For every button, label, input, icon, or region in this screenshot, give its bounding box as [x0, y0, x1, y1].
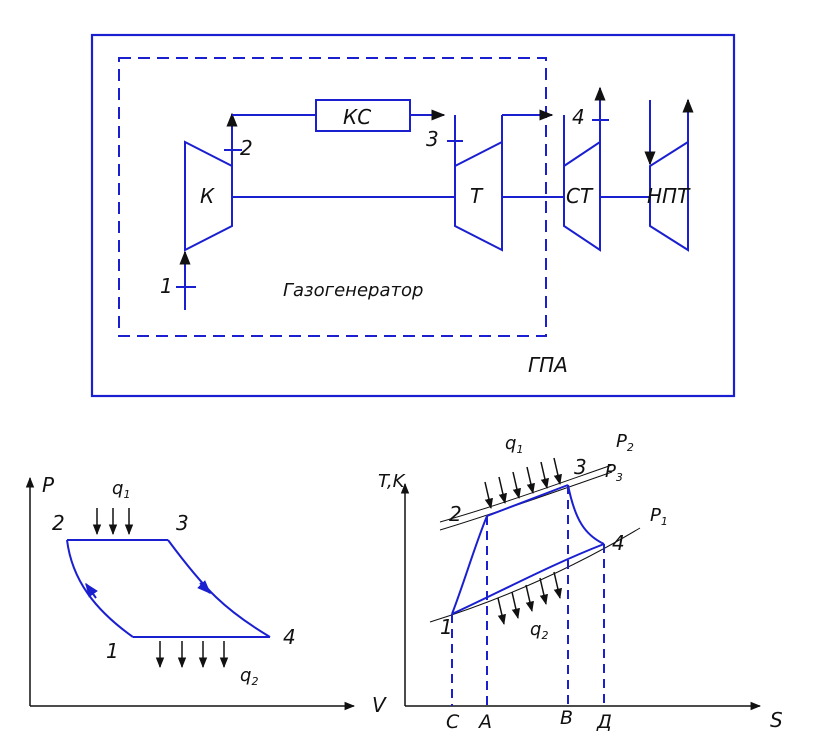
ts-tick-b: B: [560, 707, 573, 729]
compressor-shape: [184, 140, 233, 252]
ts-q1-arrow-1: [484, 481, 493, 510]
ts-P2-label: P2: [616, 431, 634, 454]
ts-axis-s-label: S: [770, 708, 783, 732]
power-turbine-shape: [563, 140, 601, 252]
t-label: Т: [470, 184, 484, 208]
gasgenerator-frame: [118, 57, 547, 337]
ts-P3-label: P3: [605, 461, 623, 484]
ts-q1-arrow-4: [526, 466, 535, 495]
station2-label: 2: [240, 136, 253, 160]
gpa-frame: [90, 33, 736, 398]
ts-q1-arrow-6: [553, 457, 562, 486]
ts-heat-rejection: [451, 543, 605, 615]
station3-label: 3: [426, 127, 439, 151]
ts-tick-d: Д: [596, 711, 612, 733]
ts-q1-arrow-3: [512, 471, 521, 500]
ts-isobar-p1: [429, 527, 641, 623]
gpa-scheme: КС К Т СТ НПТ 1 2 3 4 Газогенератор ГПА: [90, 33, 736, 398]
ts-diagram: T,K S q1 q2 P2 P3 P1 1: [378, 431, 783, 733]
ts-q1-arrow-2: [498, 476, 507, 505]
pv-point-1-label: 1: [106, 639, 119, 663]
ts-q2-arrow-2: [511, 591, 520, 620]
pv-diagram: P V q1 q2 1 2 3 4: [25, 473, 387, 717]
ts-q1-arrow-5: [540, 461, 549, 490]
pv-compression-arrow: [85, 582, 98, 599]
ks-label: КС: [343, 105, 371, 129]
ts-isobar-p3: [439, 471, 613, 531]
ts-q2-arrow-1: [497, 597, 506, 626]
pv-compression: [66, 539, 134, 638]
ts-tick-a: A: [477, 711, 492, 733]
pv-point-4-label: 4: [283, 625, 296, 649]
ts-expansion: [567, 484, 605, 545]
ts-axis-t-label: T,K: [378, 471, 406, 492]
pv-point-3-label: 3: [176, 511, 189, 535]
ts-point-3-label: 3: [574, 455, 587, 479]
pv-point-2-label: 2: [52, 511, 65, 535]
ts-point-4-label: 4: [612, 531, 625, 555]
turbine-shape: [454, 140, 503, 252]
pv-q2-label: q2: [240, 665, 258, 688]
pv-q1-label: q1: [112, 478, 130, 501]
k-label: К: [200, 184, 215, 208]
pv-axis-p-label: P: [42, 473, 55, 497]
ts-compression: [451, 515, 488, 615]
st-label: СТ: [566, 184, 594, 208]
pv-expansion: [167, 539, 271, 638]
ts-q2-label: q2: [530, 619, 548, 642]
ts-tick-c: C: [446, 711, 460, 733]
station1-label: 1: [160, 274, 173, 298]
gasgenerator-label: Газогенератор: [283, 280, 423, 301]
ts-q2-arrow-4: [539, 577, 548, 606]
ts-q2-arrow-5: [553, 571, 562, 600]
ts-P1-label: P1: [650, 505, 668, 528]
ts-q1-label: q1: [505, 433, 523, 456]
ts-point-2-label: 2: [449, 502, 462, 526]
ts-q2-arrow-3: [525, 584, 534, 613]
ts-heat-addition: [486, 484, 569, 517]
pv-expansion-arrow: [197, 580, 211, 594]
ts-point-1-label: 1: [440, 615, 453, 639]
npt-label: НПТ: [647, 184, 691, 208]
station4-label: 4: [572, 105, 585, 129]
gpa-label: ГПА: [528, 353, 568, 377]
pv-axis-v-label: V: [372, 693, 387, 717]
